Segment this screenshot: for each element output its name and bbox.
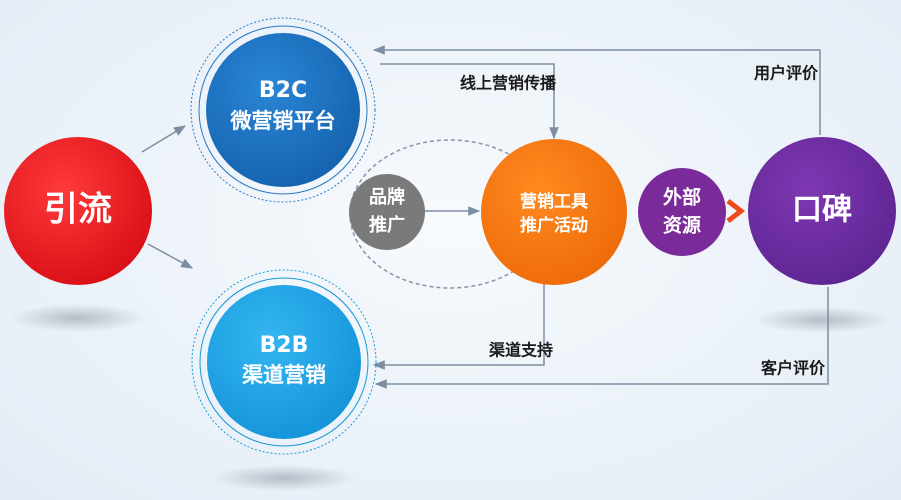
arrow-customer-review <box>374 287 829 389</box>
arrow-yinliu-to-b2c <box>141 125 187 153</box>
node-brand-line1: 品牌 <box>369 186 405 208</box>
node-b2c-circle <box>206 33 360 187</box>
node-tools-line2: 推广活动 <box>520 215 588 236</box>
node-yinliu-circle <box>4 137 152 285</box>
shadow-yinliu <box>10 304 146 332</box>
node-b2b-circle <box>207 285 361 439</box>
arrow-channel-support <box>372 282 545 370</box>
node-brand-circle <box>349 174 425 250</box>
shadow-koubei <box>754 307 890 333</box>
node-brand-line2: 推广 <box>369 214 405 236</box>
edge-label-online: 线上营销传播 <box>460 74 557 93</box>
arrow-online-spread <box>380 63 559 140</box>
node-b2b-outer-ring <box>191 269 377 455</box>
node-tools-line1: 营销工具 <box>520 191 588 212</box>
node-b2c-inner-ring <box>198 25 368 195</box>
node-external-line2: 资源 <box>663 214 701 237</box>
node-b2b-line2: 渠道营销 <box>242 363 326 387</box>
arrow-yinliu-to-b2b <box>147 243 194 269</box>
chevron-right-icon <box>726 199 746 223</box>
node-b2b-line1: B2B <box>260 333 309 358</box>
node-b2b-inner-ring <box>199 277 369 447</box>
edge-label-customer-review: 客户评价 <box>761 359 826 378</box>
node-yinliu-label: 引流 <box>44 190 112 230</box>
node-b2c-outer-ring <box>190 17 376 203</box>
shadow-b2b <box>212 465 356 491</box>
edge-label-user-review: 用户评价 <box>754 64 819 83</box>
node-koubei-circle <box>748 137 896 285</box>
node-external-line1: 外部 <box>663 186 701 209</box>
node-koubei-label: 口碑 <box>792 193 852 228</box>
node-tools-circle <box>481 139 627 285</box>
node-external-circle <box>638 168 726 256</box>
edge-label-channel: 渠道支持 <box>489 341 553 360</box>
node-b2c-line2: 微营销平台 <box>230 109 336 133</box>
node-b2c-line1: B2C <box>259 78 307 103</box>
arrow-user-review <box>372 45 821 135</box>
